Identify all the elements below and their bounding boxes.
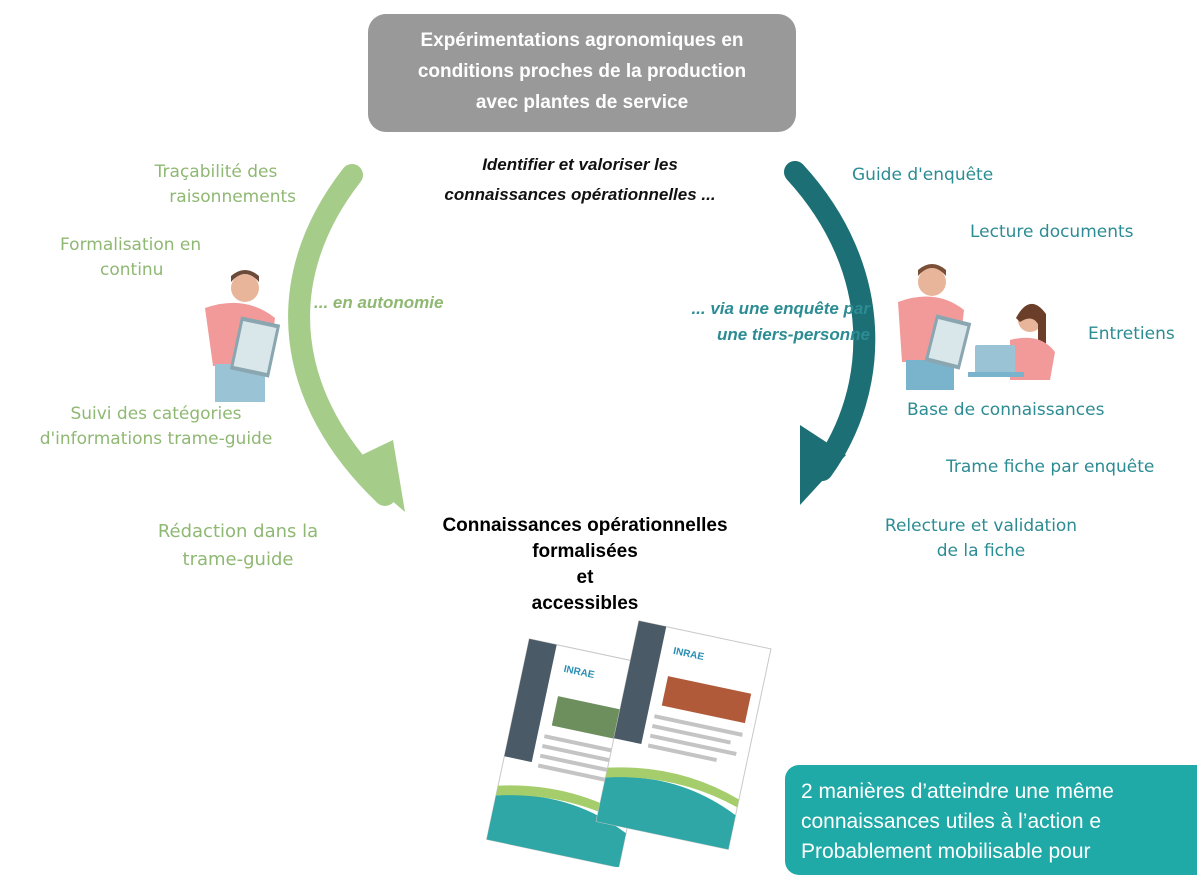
left-item-suivi-line2: d'informations trame-guide: [39, 429, 273, 449]
right-result-line2: de la fiche: [936, 541, 1026, 561]
note-line-2: connaissances utiles à l’action e: [801, 810, 1102, 833]
right-item-lecture: Lecture documents: [970, 222, 1134, 242]
right-result: Relecture et validation de la fiche: [876, 514, 1086, 564]
right-path-label-line2: une tiers-personne: [716, 325, 870, 344]
left-item-suivi-line1: Suivi des catégories: [70, 404, 242, 424]
right-item-base: Base de connaissances: [907, 400, 1105, 420]
outcome-line-3: et: [576, 567, 594, 588]
left-item-suivi: Suivi des catégories d'informations tram…: [6, 402, 306, 452]
left-item-formalisation-line2: continu: [100, 260, 164, 280]
left-item-tracabilite: Traçabilité des raisonnements: [136, 160, 296, 210]
left-item-formalisation: Formalisation en continu: [60, 233, 230, 283]
left-path-label: ... en autonomie: [314, 293, 444, 312]
right-item-trame: Trame fiche par enquête: [946, 457, 1155, 477]
left-result-line1: Rédaction dans la: [157, 521, 319, 542]
left-arrow: [288, 164, 396, 506]
right-path-label: ... via une enquête par une tiers-person…: [650, 296, 870, 348]
experiment-header-box: Expérimentations agronomiques en conditi…: [368, 14, 796, 132]
left-result: Rédaction dans la trame-guide: [118, 518, 358, 574]
outcome-line-1: Connaissances opérationnelles: [442, 515, 728, 536]
right-item-guide: Guide d'enquête: [852, 165, 994, 185]
outcome-text: Connaissances opérationnelles formalisée…: [420, 513, 750, 617]
right-arrowhead: [800, 425, 846, 505]
note-line-3: Probablement mobilisable pour: [801, 840, 1091, 863]
outcome-line-2: formalisées: [532, 541, 638, 562]
right-path-label-line1: ... via une enquête par: [691, 299, 870, 318]
document-thumbnails: INRAE INRAE: [486, 620, 772, 867]
left-result-line2: trame-guide: [182, 549, 294, 570]
interview-illustration: [898, 264, 1055, 390]
left-arrowhead: [347, 440, 405, 512]
right-result-line1: Relecture et validation: [884, 516, 1078, 536]
central-subtitle: Identifier et valoriser les connaissance…: [430, 150, 730, 210]
header-line-1: Expérimentations agronomiques en: [420, 30, 744, 51]
note-line-1: 2 manières d’atteindre une même: [801, 780, 1114, 803]
summary-note-box: 2 manières d’atteindre une même connaiss…: [785, 765, 1197, 875]
right-item-entretiens: Entretiens: [1088, 324, 1175, 344]
subtitle-line-1: Identifier et valoriser les: [482, 155, 678, 174]
left-item-formalisation-line1: Formalisation en: [60, 235, 202, 255]
outcome-line-4: accessibles: [531, 593, 639, 614]
left-item-tracabilite-line1: Traçabilité des: [154, 162, 278, 182]
person-with-clipboard-illustration: [205, 270, 281, 402]
header-line-3: avec plantes de service: [475, 92, 689, 113]
subtitle-line-2: connaissances opérationnelles ...: [444, 185, 716, 204]
header-line-2: conditions proches de la production: [417, 61, 747, 82]
left-item-tracabilite-line2: raisonnements: [169, 187, 296, 207]
right-arrow: [784, 161, 876, 481]
